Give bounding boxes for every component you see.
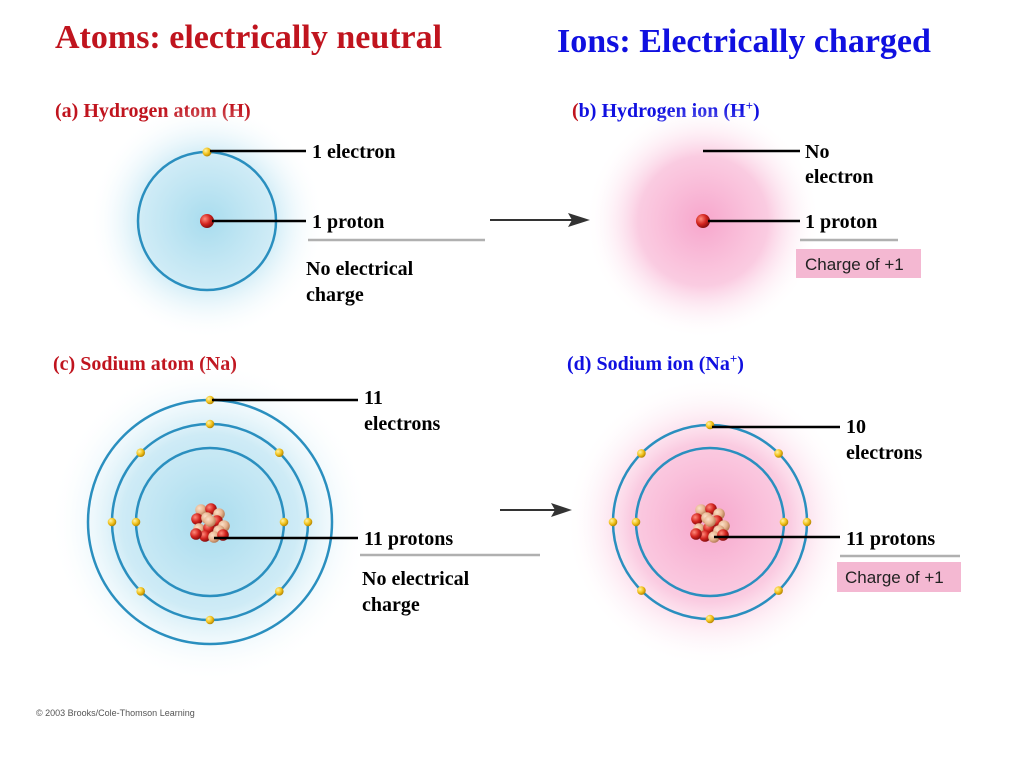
proton [190, 528, 202, 540]
proton [691, 513, 703, 525]
electron [205, 615, 215, 625]
panel-c-sodium-atom: (c) Sodium atom (Na) 11 electrons 11 pro… [50, 353, 540, 682]
proton [699, 530, 711, 542]
electron [136, 586, 146, 596]
panel-b-title-sup: + [746, 98, 753, 113]
sodium-nucleus [190, 503, 230, 543]
neutron [204, 515, 216, 527]
sodium-proton-label: 11 protons [364, 528, 453, 550]
proton [199, 530, 211, 542]
hydrogen-proton-label: 1 proton [312, 211, 384, 233]
panel-b-tag-close: ) [590, 100, 597, 122]
panel-d-title: (d) Sodium ion (Na+) [567, 351, 744, 376]
charge-box-hydrogen [796, 249, 921, 278]
charge-box-sodium [837, 562, 961, 592]
hydrogen-ion-proton [696, 214, 710, 228]
panel-d-title-text: Sodium ion (Na [596, 353, 729, 375]
electron [774, 449, 783, 458]
sodium-ion-electron-label-line2: electrons [846, 442, 922, 464]
neutron [704, 515, 716, 527]
electron [637, 449, 646, 458]
arrow-head [551, 503, 572, 517]
panel-d-title-sup: + [730, 351, 737, 366]
electron [205, 395, 215, 405]
panel-a-note-line1: No electrical [306, 258, 414, 280]
hydrogen-electron [202, 147, 212, 157]
electron [274, 448, 284, 458]
electron [637, 586, 646, 595]
panel-a-note-line2: charge [306, 284, 364, 306]
electron [631, 517, 641, 527]
sodium-ion-proton-label: 11 protons [846, 528, 935, 550]
electron [131, 517, 141, 527]
hydrogen-ion-proton-label: 1 proton [805, 211, 877, 233]
sodium-electron-label-line2: electrons [364, 413, 440, 435]
electron [205, 419, 215, 429]
panel-d-tag: (d) [567, 353, 591, 375]
electron [136, 448, 146, 458]
electron [107, 517, 117, 527]
panel-b-tag-letter: b [579, 100, 590, 122]
hydrogen-proton [200, 214, 214, 228]
sodium-ion-nucleus [690, 503, 730, 543]
electron [774, 586, 783, 595]
copyright-notice: © 2003 Brooks/Cole-Thomson Learning [36, 708, 195, 718]
panel-d-title-end: ) [737, 353, 744, 375]
panel-c-note-line1: No electrical [362, 568, 470, 590]
electron [802, 517, 812, 527]
panel-b-tag-open: ( [572, 100, 579, 122]
no-electron-label-line1: No [805, 141, 829, 163]
panel-b-title-end: ) [753, 100, 760, 122]
hydrogen-electron-label: 1 electron [312, 141, 396, 163]
ions-title: Ions: Electrically charged [557, 23, 931, 60]
arrow-hydrogen [490, 213, 590, 227]
charge-box-sodium-text: Charge of +1 [845, 568, 944, 587]
electron [303, 517, 313, 527]
arrow-head [568, 213, 590, 227]
electron [779, 517, 789, 527]
panel-a-tag: (a) [55, 100, 78, 122]
neutron [195, 504, 207, 516]
electron [279, 517, 289, 527]
panel-a-hydrogen-atom: (a) Hydrogen atom (H) 1 electron 1 proto… [55, 100, 485, 339]
panel-c-note-line2: charge [362, 594, 420, 616]
sodium-ion-electrons [608, 420, 812, 624]
sodium-electron-label-line1: 11 [364, 387, 383, 409]
arrow-sodium [500, 503, 572, 517]
electron [274, 586, 284, 596]
proton [690, 528, 702, 540]
panel-d-sodium-ion: (d) Sodium ion (Na+) 10 electrons 11 pro… [565, 351, 961, 667]
electron [608, 517, 618, 527]
proton [191, 513, 203, 525]
sodium-ion-electron-label-line1: 10 [846, 416, 866, 438]
no-electron-label-line2: electron [805, 166, 874, 188]
panel-b-hydrogen-ion: (b) Hydrogen ion (H+) No electron 1 prot… [572, 98, 921, 339]
atoms-title: Atoms: electrically neutral [55, 19, 442, 56]
charge-box-hydrogen-text: Charge of +1 [805, 255, 904, 274]
panel-c-tag: (c) [53, 353, 75, 375]
proton [717, 529, 729, 541]
electron [705, 614, 715, 624]
neutron [695, 504, 707, 516]
sodium-electrons [107, 395, 313, 625]
